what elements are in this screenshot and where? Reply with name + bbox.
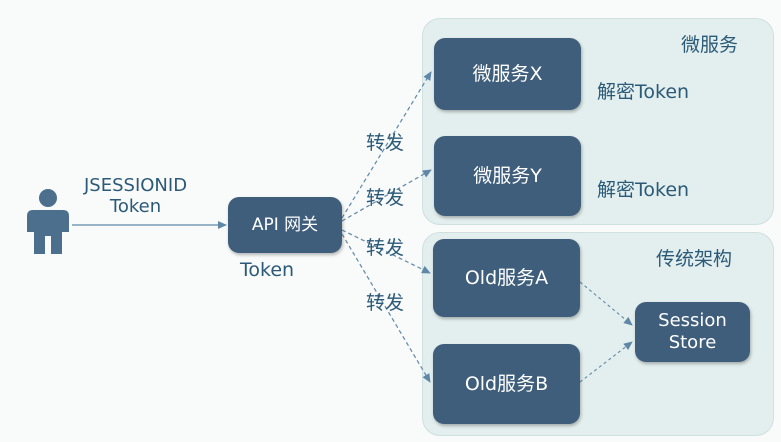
session-store-node: Session Store [635,302,750,362]
user-token-label-line2: Token [109,195,162,217]
old-service-b-node: Old服务B [433,344,580,424]
gateway-to-service-x-arrow [341,71,432,219]
service-b-to-session-store-arrow [579,341,633,383]
microservices-group-title: 微服务 [681,34,739,56]
forward-label-2: 转发 [366,187,405,209]
api-gateway-node: API 网关 [228,197,342,253]
session-store-line1: Session [658,309,727,331]
gateway-to-service-b-arrow [341,233,431,383]
session-store-line2: Store [668,332,717,353]
forward-label-4: 转发 [366,292,405,314]
gateway-to-service-a-arrow [341,229,431,274]
forward-label-1: 转发 [366,132,405,154]
microservice-y-node: 微服务Y [434,136,581,216]
forward-label-3: 转发 [366,237,405,259]
gateway-to-service-y-arrow [341,169,432,222]
legacy-group-title: 传统架构 [656,248,733,270]
user-token-label-line1: JSESSIONID [84,175,188,196]
old-service-a-node: Old服务A [433,239,580,317]
user-icon [27,189,69,254]
microservice-x-node: 微服务X [434,38,581,110]
decrypt-token-label-x: 解密Token [597,81,690,103]
user-token-label: JSESSIONID Token [84,175,188,217]
gateway-token-label: Token [240,259,295,281]
service-a-to-session-store-arrow [579,281,633,326]
decrypt-token-label-y: 解密Token [597,179,690,201]
